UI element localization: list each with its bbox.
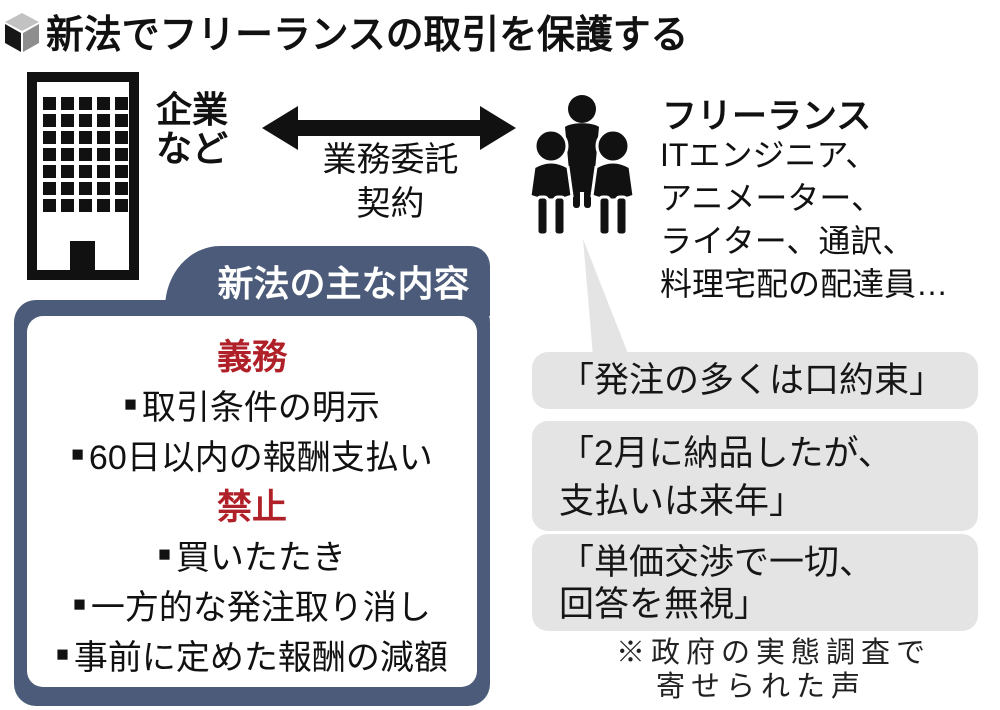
prohibition-item-text: 買いたたき [175,538,346,577]
title-bar: 新法でフリーランスの取引を保護する [2,4,708,60]
prohibition-item-text: 事前に定めた報酬の減額 [73,638,448,677]
quote-text: 回答を無視」 [559,585,770,624]
obligation-item: ■ 60日以内の報酬支払い [27,429,477,479]
building-icon [27,72,139,280]
obligation-heading: 義務 [216,337,287,377]
bullet-icon: ■ [124,393,137,416]
speech-tail [583,239,629,356]
freelance-label: フリーランス [662,97,872,136]
quote-text: 「発注の多くは口約束」 [559,361,945,400]
prohibition-heading: 禁止 [216,487,287,527]
freelance-example: ITエンジニア、 [660,137,878,173]
quote-box: 「発注の多くは口約束」 [532,352,978,409]
quote-box: 「単価交渉で一切、 回答を無視」 [532,534,978,631]
law-box-header-label: 新法の主な内容 [217,263,470,304]
prohibition-item: ■ 買いたたき [27,529,477,579]
quote-text: 「2月に納品したが、 [559,434,893,473]
company-label-line2: など [156,128,229,169]
obligation-item-text: 60日以内の報酬支払い [88,438,433,477]
prohibition-item-text: 一方的な発注取り消し [90,588,431,627]
bullet-icon: ■ [71,443,84,466]
quote-text: 「単価交渉で一切、 [559,543,875,582]
freelance-example: 料理宅配の配達員… [660,266,949,302]
double-arrow-icon [262,106,516,150]
quote-box: 「2月に納品したが、 支払いは来年」 [532,421,978,531]
obligation-item-text: 取引条件の明示 [141,388,380,427]
bullet-icon: ■ [73,593,86,616]
company-label-line1: 企業 [156,89,229,130]
page-title: 新法でフリーランスの取引を保護する [46,14,689,57]
company-label: 企業 など [156,90,228,168]
prohibition-item: ■ 一方的な発注取り消し [27,579,477,629]
prohibition-item: ■ 事前に定めた報酬の減額 [27,629,477,679]
footnote-line1: ※政府の実態調査で [616,637,932,669]
people-icon [528,95,636,237]
freelance-examples: ITエンジニア、 アニメーター、 ライター、通訳、 料理宅配の配達員… [660,134,948,306]
freelance-example: ライター、通訳、 [660,223,915,259]
law-box-content: 義務 ■ 取引条件の明示 ■ 60日以内の報酬支払い 禁止 ■ 買いたたき ■ … [27,316,477,687]
cube-icon [5,13,39,52]
bullet-icon: ■ [158,543,171,566]
contract-label: 業務委託 契約 [278,138,503,226]
contract-label-line1: 業務委託 [322,141,459,179]
quote-text: 支払いは来年」 [559,482,805,521]
bullet-icon: ■ [56,643,69,666]
contract-label-line2: 契約 [356,185,425,223]
obligation-item: ■ 取引条件の明示 [27,379,477,429]
footnote-line2: 寄せられた声 [656,671,867,703]
freelance-example: アニメーター、 [660,180,884,216]
footnote: ※政府の実態調査で 寄せられた声 [616,636,931,704]
